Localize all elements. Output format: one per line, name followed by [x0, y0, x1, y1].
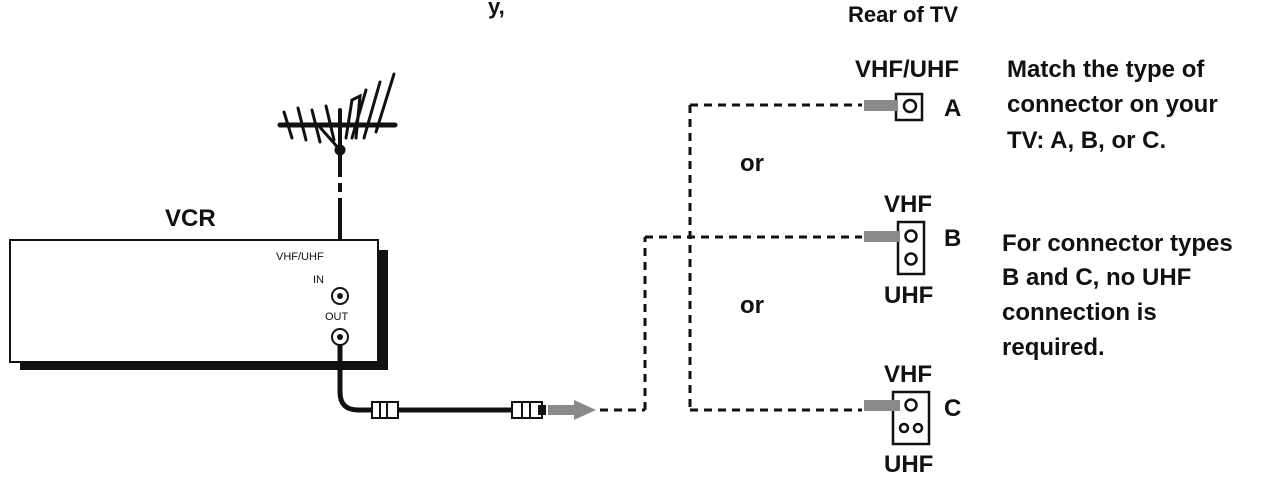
vcr-label: VCR	[165, 205, 216, 232]
vcr-box	[9, 239, 379, 363]
connector-c-vhf-label: VHF	[884, 361, 932, 388]
note-line: TV: A, B, or C.	[1007, 127, 1166, 154]
dashed-routes	[600, 103, 862, 412]
connector-b-letter: B	[944, 225, 961, 252]
note-line: required.	[1002, 334, 1105, 361]
rear-of-tv-label: Rear of TV	[848, 2, 958, 27]
antenna-icon	[277, 72, 398, 170]
vcr-out-label: OUT	[325, 311, 349, 323]
tv-connector-c-icon	[864, 390, 931, 446]
connector-c-uhf-label: UHF	[884, 451, 933, 478]
connector-b-uhf-label: UHF	[884, 282, 933, 309]
tv-connector-b-icon	[864, 220, 926, 276]
plug-arrow-icon	[548, 400, 596, 420]
note-line: connector on your	[1007, 91, 1218, 118]
vcr-in-jack-icon	[331, 287, 349, 305]
note-line: For connector types	[1002, 230, 1233, 257]
note-line: B and C, no UHF	[1002, 264, 1191, 291]
or-label-2: or	[740, 292, 764, 319]
vcr-jack-label: VHF/UHF	[276, 251, 324, 263]
cable-connector-right-icon	[511, 401, 546, 419]
tv-vhf-uhf-label: VHF/UHF	[855, 56, 959, 83]
connector-b-vhf-label: VHF	[884, 191, 932, 218]
connector-a-letter: A	[944, 95, 961, 122]
note-line: Match the type of	[1007, 56, 1205, 83]
cable-connector-left-icon	[371, 401, 399, 419]
connector-bc-note: For connector types B and C, no UHF conn…	[1002, 230, 1233, 361]
note-line: connection is	[1002, 299, 1157, 326]
match-connector-note: Match the type of connector on your TV: …	[1007, 56, 1218, 154]
coax-cable	[337, 345, 512, 413]
connector-c-letter: C	[944, 395, 961, 422]
or-label-1: or	[740, 150, 764, 177]
tv-connector-a-icon	[864, 92, 924, 122]
heading-fragment: y,	[488, 0, 505, 19]
vcr-out-jack-icon	[331, 328, 349, 346]
vcr-in-label: IN	[313, 274, 324, 286]
